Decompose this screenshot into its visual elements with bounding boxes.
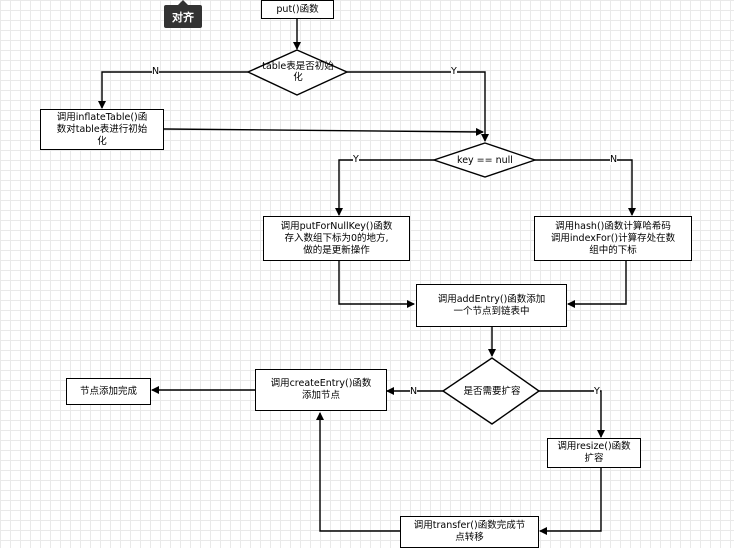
node-create-entry[interactable]: 调用createEntry()函数 添加节点 (255, 369, 387, 411)
node-put-for-null-key[interactable]: 调用putForNullKey()函数 存入数组下标为0的地方, 做的是更新操作 (263, 216, 410, 261)
decision-table-check-shape[interactable] (246, 49, 349, 96)
decision-key-null-shape[interactable] (431, 142, 538, 178)
edge-label-key-yes: Y (353, 154, 359, 165)
edge-label-table-yes: Y (451, 66, 457, 77)
node-hash-index-for[interactable]: 调用hash()函数计算哈希码 调用indexFor()计算存处在数 组中的下标 (534, 216, 692, 261)
edge-label-resize-no: N (410, 386, 418, 397)
edge-inflate-to-merge (163, 127, 484, 136)
node-key-null-label: key == null (457, 155, 513, 166)
edge-table-check-yes (347, 71, 489, 142)
edge-resize-to-transfer (539, 468, 602, 535)
edge-label-resize-yes: Y (594, 386, 600, 397)
node-table-check-label: table表是否初始 化 (262, 61, 334, 83)
node-add-entry[interactable]: 调用addEntry()函数添加 一个节点到链表中 (416, 284, 567, 327)
edge-label-table-no: N (152, 66, 160, 77)
node-done[interactable]: 节点添加完成 (66, 378, 151, 405)
edge-label-key-no: N (610, 154, 618, 165)
node-inflate-table[interactable]: 调用inflateTable()函 数对table表进行初始 化 (40, 109, 164, 150)
node-resize-check-label: 是否需要扩容 (463, 386, 521, 397)
node-transfer[interactable]: 调用transfer()函数完成节 点转移 (400, 516, 539, 548)
edge-resize-check-yes (539, 390, 605, 438)
node-resize[interactable]: 调用resize()函数 扩容 (547, 438, 641, 468)
edge-table-check-no (98, 71, 248, 109)
node-put-function[interactable]: put()函数 (261, 0, 334, 19)
align-tooltip: 对齐 (164, 5, 202, 28)
decision-resize-check-shape[interactable] (441, 357, 541, 425)
edge-key-null-no (535, 159, 636, 216)
edge-put-null-to-add-entry (338, 261, 415, 308)
edge-key-null-yes (335, 159, 434, 216)
tooltip-pointer (178, 0, 188, 5)
edge-transfer-to-create-entry (316, 412, 400, 532)
edge-hash-to-add-entry (567, 261, 627, 308)
